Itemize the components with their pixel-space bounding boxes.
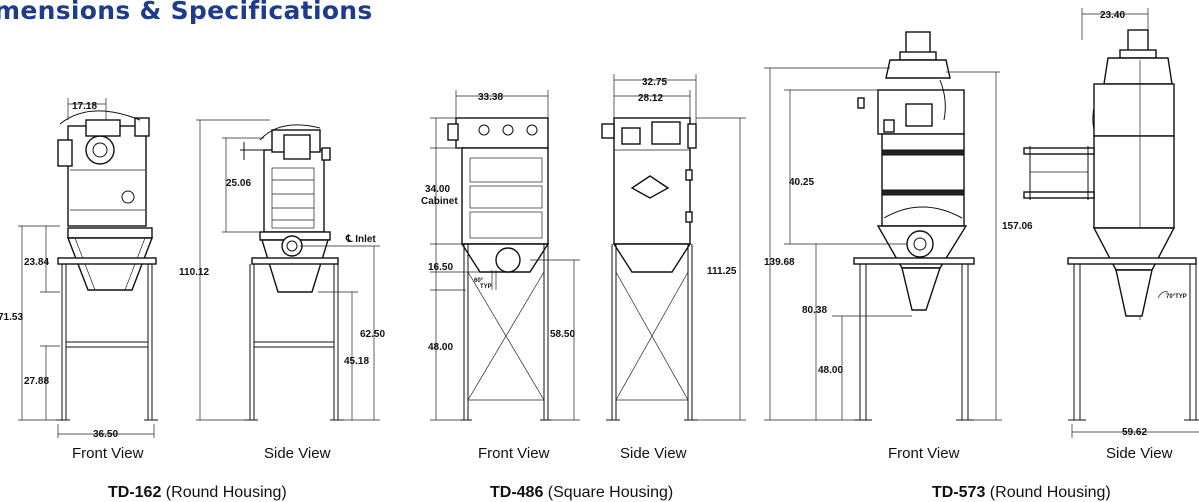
td162-front-view-drawing: [56, 110, 158, 421]
td573-leg-height-label: 48.00: [818, 365, 843, 376]
td486-hopper-height-label: 16.50: [428, 262, 453, 273]
td162-front-dimension-lines: [18, 98, 155, 438]
td486-overall-height-label: 111.25: [707, 266, 737, 277]
td573-side-dimension-lines: [1071, 8, 1199, 438]
td486-model-name: TD-486: [490, 484, 543, 501]
td162-model-caption: TD-162 (Round Housing): [108, 484, 287, 501]
td486-front-width-label: 33.38: [478, 92, 503, 103]
td573-inlet-height-label: 139.68: [764, 257, 795, 268]
td162-model-name: TD-162: [108, 484, 161, 501]
td486-side-outer-width-label: 32.75: [642, 77, 667, 88]
td162-leg-height-label: 27.88: [24, 376, 49, 387]
td162-base-width-label: 36.50: [93, 429, 118, 440]
td573-front-dimension-lines: [764, 67, 1002, 421]
td162-outlet-height-label: 45.18: [344, 356, 369, 367]
td162-box-height-label: 25.06: [226, 178, 251, 189]
td486-angle-typ: TYP: [480, 284, 492, 290]
td573-model-name: TD-573: [932, 484, 985, 501]
td573-model-caption: TD-573 (Round Housing): [932, 484, 1111, 501]
td162-housing-type: (Round Housing): [161, 484, 286, 501]
td162-inlet-label: ℄ Inlet: [345, 234, 376, 245]
td573-upper-height-label: 40.25: [789, 177, 814, 188]
td573-overall-height-label: 157.06: [1002, 221, 1033, 232]
td486-angle-label: 60°: [474, 278, 484, 284]
td486-front-dimension-lines: [430, 90, 580, 421]
td486-side-dimension-lines: [613, 74, 746, 421]
td486-front-view-drawing: [447, 117, 552, 421]
td162-front-view-label: Front View: [72, 445, 144, 462]
td162-inlet-height-label: 62.50: [360, 329, 385, 340]
td573-front-view-drawing: [853, 31, 975, 421]
td573-housing-type: (Round Housing): [985, 484, 1110, 501]
td162-overall-base-label: 71.53: [0, 312, 23, 323]
td486-housing-type: (Square Housing): [543, 484, 673, 501]
td573-side-view-drawing: [1023, 29, 1199, 421]
td486-cabinet-height-label: 34.00: [425, 184, 450, 195]
td162-side-view-drawing: [240, 124, 344, 421]
td573-side-view-label: Side View: [1106, 445, 1173, 462]
td486-side-inner-width-label: 28.12: [638, 93, 663, 104]
td486-model-caption: TD-486 (Square Housing): [490, 484, 673, 501]
td573-hopper-height-label: 80.38: [802, 305, 827, 316]
td162-top-width-label: 17.18: [72, 101, 97, 112]
td162-overall-height-label: 110.12: [179, 267, 209, 278]
td162-side-view-label: Side View: [264, 445, 331, 462]
td486-side-view-label: Side View: [620, 445, 687, 462]
td486-leg-height-label: 48.00: [428, 342, 453, 353]
td486-front-view-label: Front View: [478, 445, 550, 462]
td162-side-dimension-lines: [196, 119, 380, 421]
page-title: mensions & Specifications: [0, 0, 373, 25]
td486-side-view-drawing: [601, 117, 698, 421]
td573-top-width-label: 23.40: [1100, 10, 1125, 21]
td573-base-width-label: 59.62: [1122, 427, 1147, 438]
td573-angle-typ: 70°TYP: [1166, 294, 1187, 300]
td486-cabinet-label: Cabinet: [421, 196, 458, 207]
td573-front-view-label: Front View: [888, 445, 960, 462]
td162-hopper-height-label: 23.84: [24, 257, 49, 268]
td486-outlet-height-label: 58.50: [550, 329, 575, 340]
